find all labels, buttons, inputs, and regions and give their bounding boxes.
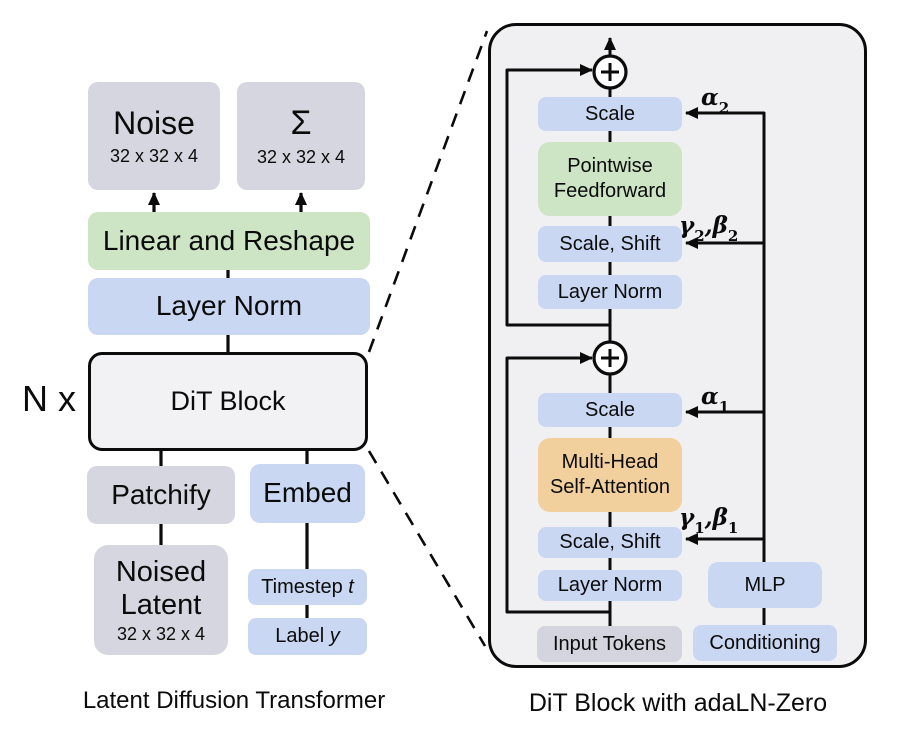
layer-norm-top-label: Layer Norm xyxy=(557,280,663,303)
noised-latent-dims: 32 x 32 x 4 xyxy=(116,623,206,644)
layer-norm-box-top: Layer Norm xyxy=(538,275,682,309)
right-caption: DiT Block with adaLN-Zero xyxy=(528,689,828,717)
label-y-box: Label y xyxy=(248,618,367,655)
scale-bottom-label: Scale xyxy=(584,398,636,421)
n-times-label: N x xyxy=(22,378,76,419)
mlp-label: MLP xyxy=(744,573,786,596)
layer-norm-box-left: Layer Norm xyxy=(88,278,370,335)
mhsa-line1: Multi-Head xyxy=(561,451,659,473)
layer-norm-label-left: Layer Norm xyxy=(155,290,303,322)
label-y-label: Label y xyxy=(275,625,340,647)
scale-shift-box-bottom: Scale, Shift xyxy=(538,527,682,558)
layer-norm-bottom-label: Layer Norm xyxy=(557,574,663,596)
timestep-label: Timestep t xyxy=(261,575,354,598)
dit-block-label: DiT Block xyxy=(170,385,286,416)
conditioning-label: Conditioning xyxy=(709,631,821,654)
zoom-dashed-lines xyxy=(367,30,489,647)
scale-top-label: Scale xyxy=(584,102,636,125)
dit-block-box: DiT Block xyxy=(88,352,368,451)
left-caption: Latent Diffusion Transformer xyxy=(82,687,386,714)
dashed-line-top xyxy=(367,30,489,353)
mlp-box: MLP xyxy=(708,562,822,608)
scale-box-bottom: Scale xyxy=(538,393,682,427)
pointwise-line2: Feedforward xyxy=(553,180,667,202)
sigma-label: Σ xyxy=(290,104,312,143)
multi-head-self-attention-box: Multi-Head Self-Attention xyxy=(538,438,682,512)
conditioning-box: Conditioning xyxy=(693,625,837,661)
alpha2-label: α2 xyxy=(701,84,730,117)
noised-latent-line1: Noised xyxy=(115,555,207,588)
dashed-line-bottom xyxy=(367,450,487,647)
sigma-box: Σ 32 x 32 x 4 xyxy=(237,82,365,190)
patchify-label: Patchify xyxy=(111,478,211,510)
noise-label: Noise xyxy=(113,105,195,142)
pointwise-feedforward-box: Pointwise Feedforward xyxy=(538,142,682,216)
linear-reshape-label: Linear and Reshape xyxy=(102,224,356,256)
label-y-var: y xyxy=(329,625,340,647)
input-tokens-label: Input Tokens xyxy=(552,632,667,655)
noised-latent-box: Noised Latent 32 x 32 x 4 xyxy=(94,545,228,655)
scale-box-top: Scale xyxy=(538,97,682,131)
noise-dims: 32 x 32 x 4 xyxy=(109,146,199,167)
timestep-box: Timestep t xyxy=(248,569,367,605)
noised-latent-line2: Latent xyxy=(120,589,202,622)
noise-box: Noise 32 x 32 x 4 xyxy=(88,82,220,190)
input-tokens-box: Input Tokens xyxy=(537,626,682,662)
embed-box: Embed xyxy=(250,464,365,523)
linear-reshape-box: Linear and Reshape xyxy=(88,212,370,270)
scale-shift-top-label: Scale, Shift xyxy=(559,232,661,255)
scale-shift-bottom-label: Scale, Shift xyxy=(559,531,661,553)
patchify-box: Patchify xyxy=(87,466,235,524)
gamma-beta1-label: γ1,β1 xyxy=(679,504,739,537)
alpha1-label: α1 xyxy=(701,383,730,416)
layer-norm-box-bottom: Layer Norm xyxy=(538,570,682,601)
pointwise-line1: Pointwise xyxy=(567,155,653,177)
mhsa-line2: Self-Attention xyxy=(549,476,671,498)
sigma-dims: 32 x 32 x 4 xyxy=(256,147,346,168)
timestep-var: t xyxy=(348,575,354,598)
scale-shift-box-top: Scale, Shift xyxy=(538,226,682,262)
gamma-beta2-label: γ2,β2 xyxy=(679,212,739,245)
embed-label: Embed xyxy=(263,477,352,509)
